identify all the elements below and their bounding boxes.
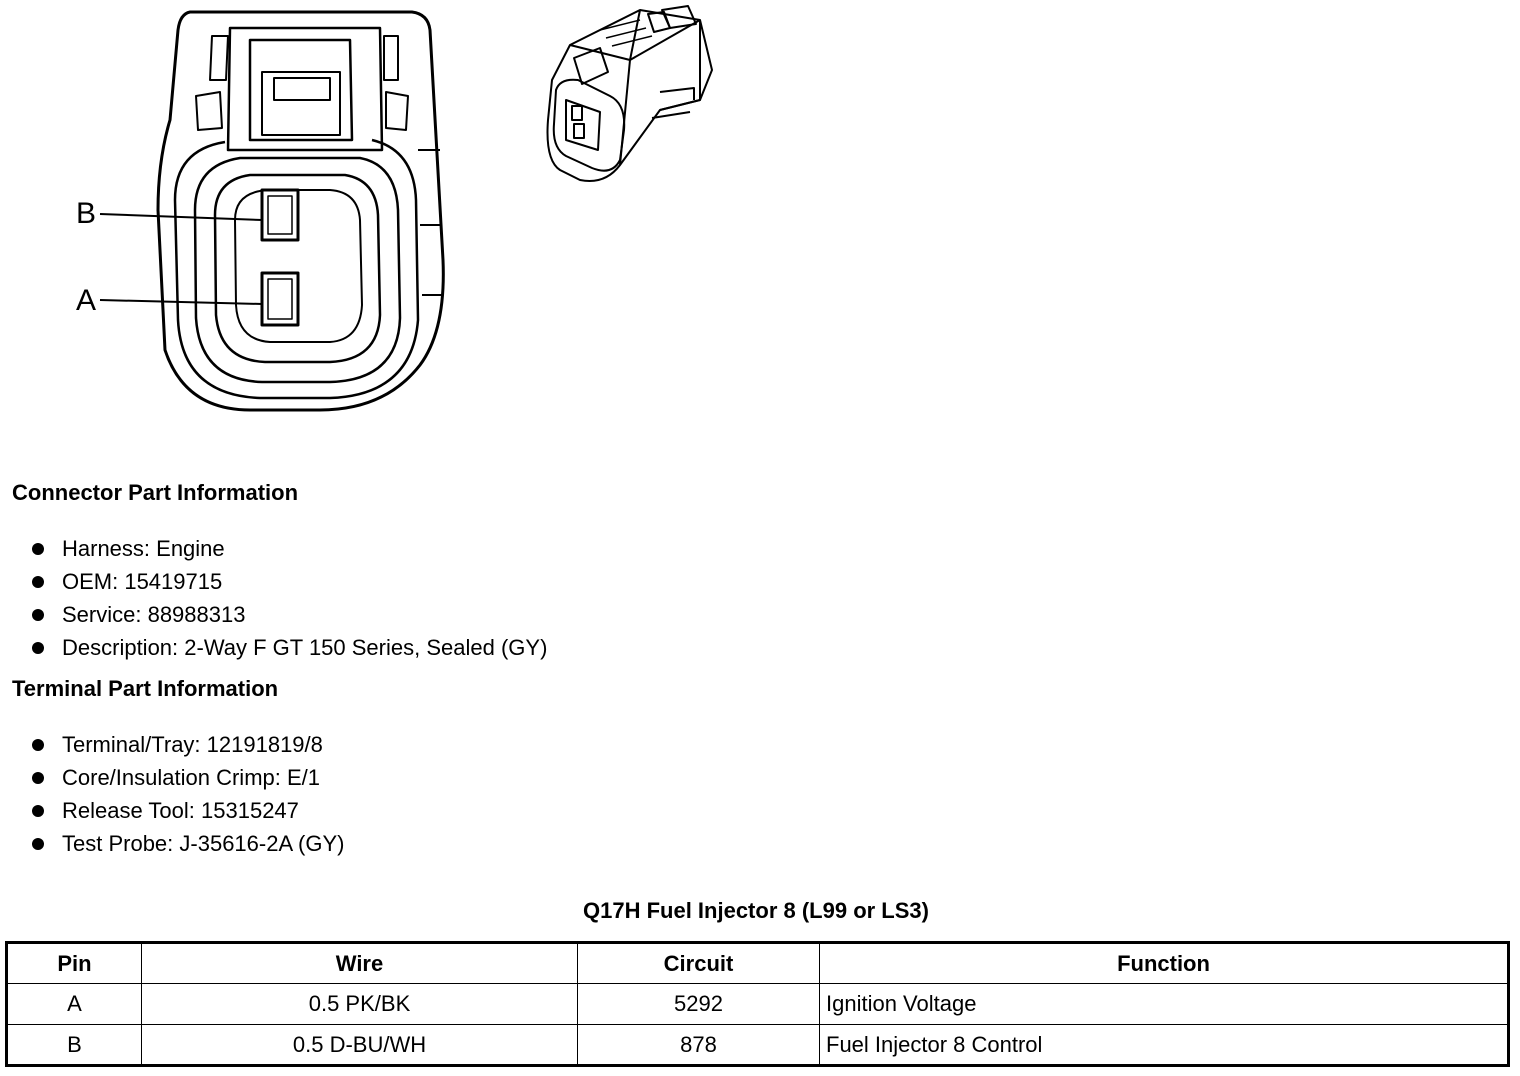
list-item: Core/Insulation Crimp: E/1: [28, 761, 344, 794]
pin-a-label: A: [76, 284, 97, 317]
table-header-row: Pin Wire Circuit Function: [6, 942, 1509, 984]
table-caption: Q17H Fuel Injector 8 (L99 or LS3): [583, 898, 929, 923]
cell-function: Fuel Injector 8 Control: [819, 1024, 1509, 1066]
list-item: Harness: Engine: [28, 532, 547, 565]
cell-circuit: 878: [577, 1024, 820, 1066]
table-row: A 0.5 PK/BK 5292 Ignition Voltage: [6, 983, 1509, 1025]
column-header-function: Function: [819, 942, 1509, 984]
list-item: Test Probe: J-35616-2A (GY): [28, 827, 344, 860]
terminal-info-heading: Terminal Part Information: [12, 676, 279, 701]
bullet-icon: [32, 804, 44, 817]
cell-function: Ignition Voltage: [819, 983, 1509, 1025]
list-item: Terminal/Tray: 12191819/8: [28, 728, 344, 761]
bullet-icon: [32, 608, 44, 621]
list-item: Description: 2-Way F GT 150 Series, Seal…: [28, 631, 547, 664]
pinout-table: Pin Wire Circuit Function A 0.5 PK/BK 52…: [5, 941, 1510, 1067]
list-item: Release Tool: 15315247: [28, 794, 344, 827]
bullet-icon: [32, 641, 44, 654]
pin-b-label: B: [76, 197, 97, 230]
connector-face-diagram: [99, 10, 445, 412]
connector-info-list: Harness: Engine OEM: 15419715 Service: 8…: [28, 532, 547, 664]
bullet-icon: [32, 837, 44, 850]
pin-a-leader: [99, 299, 263, 305]
list-item: Service: 88988313: [28, 598, 547, 631]
column-header-wire: Wire: [141, 942, 578, 984]
cell-pin: B: [6, 1024, 142, 1066]
cell-wire: 0.5 PK/BK: [141, 983, 578, 1025]
cell-circuit: 5292: [577, 983, 820, 1025]
bullet-icon: [32, 771, 44, 784]
column-header-circuit: Circuit: [577, 942, 820, 984]
terminal-info-list: Terminal/Tray: 12191819/8 Core/Insulatio…: [28, 728, 344, 860]
connector-isometric-diagram: [546, 5, 713, 182]
connector-info-heading: Connector Part Information: [12, 480, 299, 505]
pin-b-leader: [99, 213, 263, 221]
bullet-icon: [32, 542, 44, 555]
bullet-icon: [32, 738, 44, 751]
column-header-pin: Pin: [6, 942, 142, 984]
cell-pin: A: [6, 983, 142, 1025]
bullet-icon: [32, 575, 44, 588]
list-item: OEM: 15419715: [28, 565, 547, 598]
cell-wire: 0.5 D-BU/WH: [141, 1024, 578, 1066]
table-row: B 0.5 D-BU/WH 878 Fuel Injector 8 Contro…: [6, 1024, 1509, 1066]
